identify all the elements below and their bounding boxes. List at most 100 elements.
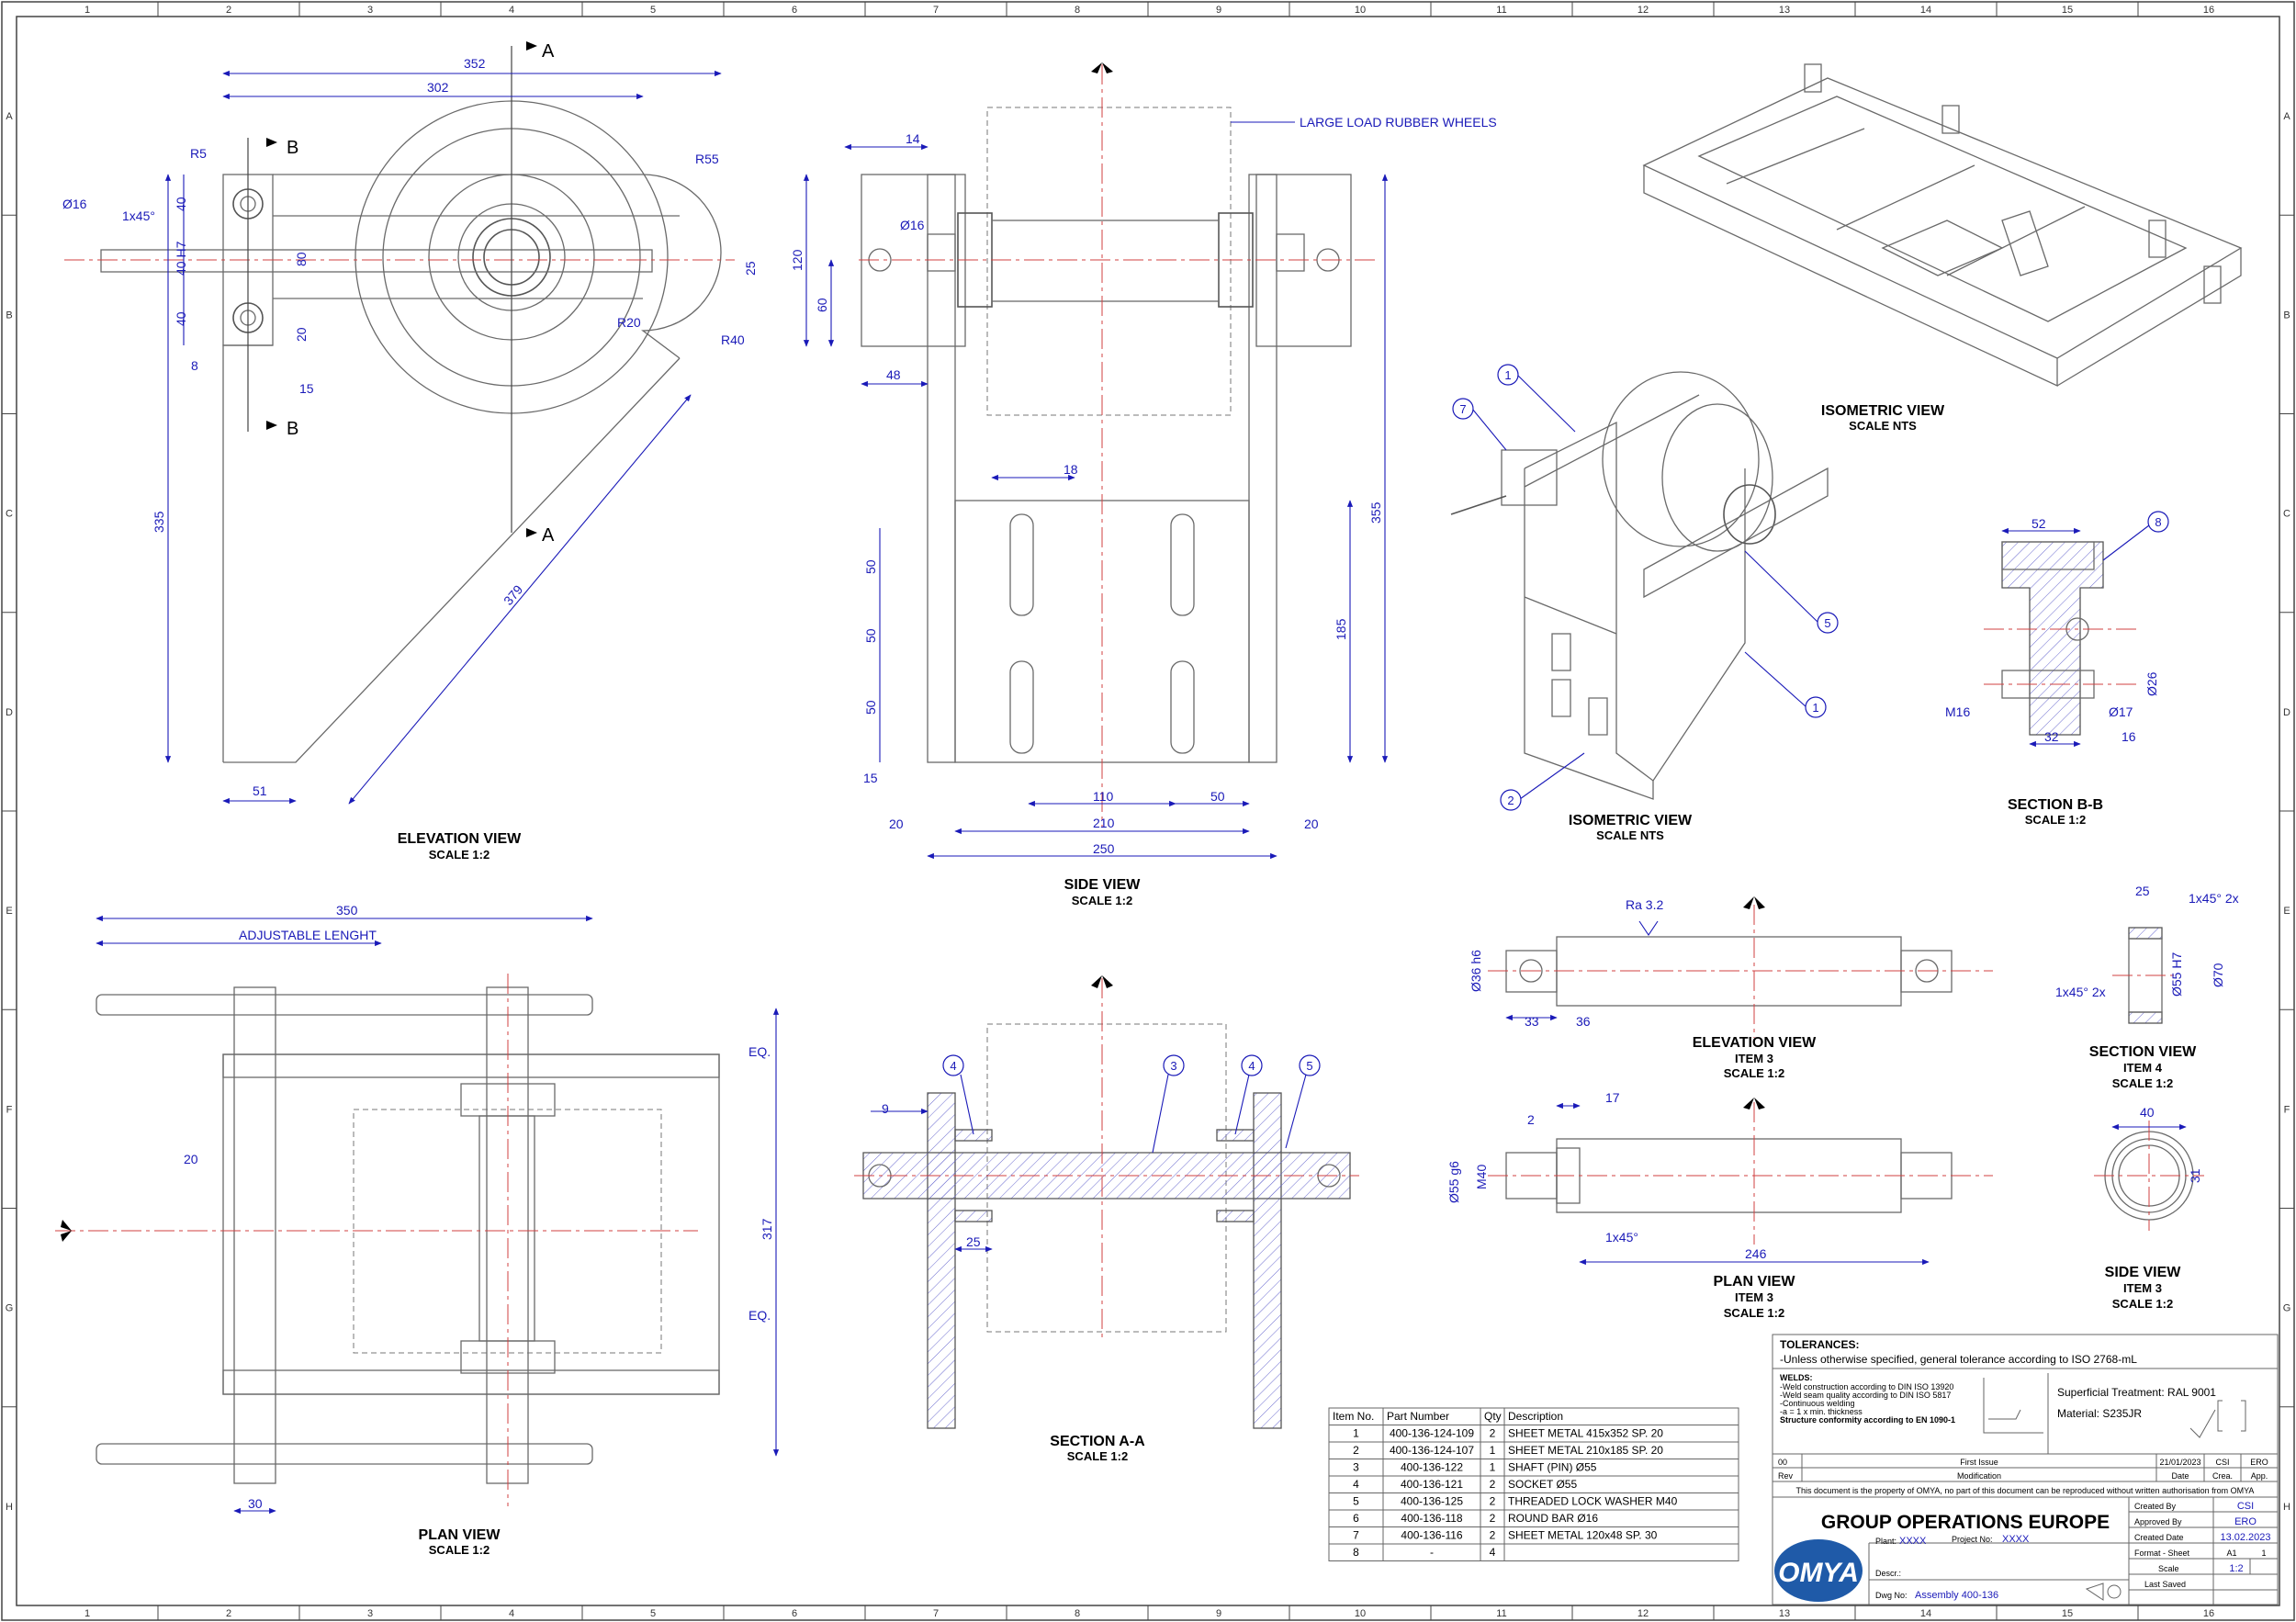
grid-row-left-D: D — [6, 707, 13, 718]
last-saved-label: Last Saved — [2144, 1580, 2186, 1589]
bom-cell-qty: 2 — [1490, 1478, 1496, 1491]
dim-352: 352 — [464, 56, 486, 71]
grid-col-bottom-3: 3 — [367, 1608, 373, 1619]
created-date-label: Created Date — [2134, 1533, 2184, 1542]
grid-row-left-F: F — [6, 1104, 13, 1115]
title-block: TOLERANCES: -Unless otherwise specified,… — [1772, 1334, 2279, 1605]
section-aa-scale: SCALE 1:2 — [1067, 1449, 1128, 1463]
grid-col-bottom-8: 8 — [1075, 1608, 1080, 1619]
ownership-notice: This document is the property of OMYA, n… — [1796, 1486, 2255, 1495]
bom-cell-part: 400-136-116 — [1401, 1529, 1462, 1542]
rev-approved: ERO — [2250, 1458, 2268, 1467]
weld-line-1: -Weld construction according to DIN ISO … — [1780, 1382, 1953, 1391]
elevation-view-title: ELEVATION VIEW — [398, 831, 522, 847]
section-bb-view: 52 8 M16 Ø26 Ø17 32 16 SECTION B-B SCALE… — [1945, 511, 2169, 827]
grid-col-bottom-5: 5 — [650, 1608, 656, 1619]
grid-col-top-1: 1 — [84, 5, 90, 16]
dim-379: 379 — [501, 582, 525, 608]
sheet-value: 1 — [2261, 1549, 2266, 1558]
descr-label: Descr.: — [1875, 1569, 1901, 1578]
dim-s60: 60 — [815, 298, 829, 312]
bom-cell-desc: ROUND BAR Ø16 — [1508, 1512, 1598, 1525]
plan-item3-scale: SCALE 1:2 — [1724, 1306, 1784, 1320]
balloon-4a: 4 — [950, 1059, 956, 1073]
rev-head-date: Date — [2171, 1471, 2189, 1481]
bom-cell-qty: 2 — [1490, 1495, 1496, 1508]
dim-s110: 110 — [1093, 789, 1114, 804]
sec-item4-title: SECTION VIEW — [2089, 1044, 2197, 1060]
created-by-value: CSI — [2237, 1501, 2254, 1512]
label-eq-2: EQ. — [748, 1308, 771, 1323]
bom-cell-desc: SHEET METAL 120x48 SP. 30 — [1508, 1529, 1658, 1542]
section-a-label: A — [542, 41, 555, 62]
bom-cell-item: 1 — [1353, 1427, 1359, 1440]
grid-row-left-A: A — [6, 111, 13, 122]
approved-by-label: Approved By — [2134, 1517, 2182, 1526]
sec-item4-scale: SCALE 1:2 — [2112, 1076, 2173, 1090]
section-b-label-2: B — [287, 419, 298, 439]
dim-b26: Ø26 — [2144, 671, 2159, 696]
plan-view: 350 ADJUSTABLE LENGHT EQ. EQ. 20 317 30 … — [55, 903, 780, 1557]
dim-40b: 40 — [174, 311, 188, 326]
plan-item3-view: 17 2 Ø55 g6 M40 1x45° 246 PLAN VIEW ITEM… — [1446, 1090, 1993, 1320]
omya-logo — [1774, 1539, 1863, 1602]
plan-item3-item: ITEM 3 — [1735, 1290, 1773, 1304]
section-b-label: B — [287, 138, 298, 158]
grid-col-top-12: 12 — [1638, 5, 1649, 16]
bom-cell-part: 400-136-118 — [1401, 1512, 1462, 1525]
dim-1x45-a: 1x45° 2x — [2189, 891, 2239, 906]
dim-80: 80 — [294, 252, 309, 266]
dim-a9: 9 — [882, 1101, 889, 1116]
side-item3-view: 40 31 SIDE VIEW ITEM 3 SCALE 1:2 — [2094, 1105, 2204, 1311]
balloon-2: 2 — [1507, 794, 1514, 807]
dwg-label: Dwg No: — [1875, 1591, 1908, 1600]
balloon-5b: 5 — [1306, 1059, 1312, 1073]
dim-s50a: 50 — [863, 559, 878, 574]
balloon-8: 8 — [2155, 515, 2161, 529]
sec-item4-item: ITEM 4 — [2123, 1061, 2163, 1075]
dim-s50c: 50 — [863, 700, 878, 715]
dim-s14: 14 — [906, 131, 920, 146]
section-a-label-2: A — [542, 525, 555, 546]
dim-20: 20 — [294, 327, 309, 342]
bom-cell-item: 8 — [1353, 1546, 1359, 1559]
grid-row-left-E: E — [6, 906, 12, 917]
dim-bm16: M16 — [1945, 704, 1970, 719]
rev-head-crea: Crea. — [2212, 1471, 2233, 1481]
bom-cell-qty: 1 — [1490, 1444, 1496, 1457]
elevation-item3-view: Ra 3.2 Ø36 h6 33 36 ELEVATION VIEW ITEM … — [1469, 896, 1993, 1080]
dim-p3-17: 17 — [1605, 1090, 1620, 1105]
elevation-view-scale: SCALE 1:2 — [429, 848, 490, 862]
dim-40a: 40 — [174, 197, 188, 211]
created-date-value: 13.02.2023 — [2220, 1532, 2270, 1543]
company-name: GROUP OPERATIONS EUROPE — [1821, 1512, 2110, 1533]
bom-cell-item: 3 — [1353, 1461, 1359, 1474]
grid-row-right-B: B — [2283, 310, 2290, 321]
project-value: XXXX — [2002, 1534, 2030, 1545]
rev-head-rev: Rev — [1778, 1471, 1794, 1481]
bom-cell-qty: 2 — [1490, 1427, 1496, 1440]
material: Material: S235JR — [2057, 1407, 2142, 1420]
dim-sd16: Ø16 — [900, 218, 925, 232]
dim-r55: R55 — [695, 152, 719, 166]
iso-frame-scale: SCALE NTS — [1849, 419, 1917, 433]
side-item3-title: SIDE VIEW — [2105, 1265, 2182, 1280]
plan-view-scale: SCALE 1:2 — [429, 1543, 490, 1557]
dim-s18: 18 — [1064, 462, 1078, 477]
dim-i36: 36 — [1576, 1014, 1591, 1029]
dim-s185: 185 — [1334, 618, 1348, 640]
dwg-value: Assembly 400-136 — [1915, 1590, 1998, 1601]
bom-cell-qty: 2 — [1490, 1512, 1496, 1525]
section-bb-title: SECTION B-B — [2008, 797, 2103, 813]
dim-d55g6: Ø55 g6 — [1446, 1161, 1461, 1203]
balloon-3: 3 — [1170, 1059, 1176, 1073]
bom-frame — [1328, 1407, 1739, 1561]
dim-p317: 317 — [760, 1218, 774, 1240]
plant-value: XXXX — [1899, 1536, 1927, 1547]
approved-by-value: ERO — [2234, 1516, 2257, 1527]
dim-b52: 52 — [2032, 516, 2046, 531]
grid-col-top-15: 15 — [2062, 5, 2073, 16]
side-view: LARGE LOAD RUBBER WHEELS 14 Ø16 120 60 4… — [790, 62, 1497, 907]
dim-p3-1x45: 1x45° — [1605, 1230, 1638, 1245]
